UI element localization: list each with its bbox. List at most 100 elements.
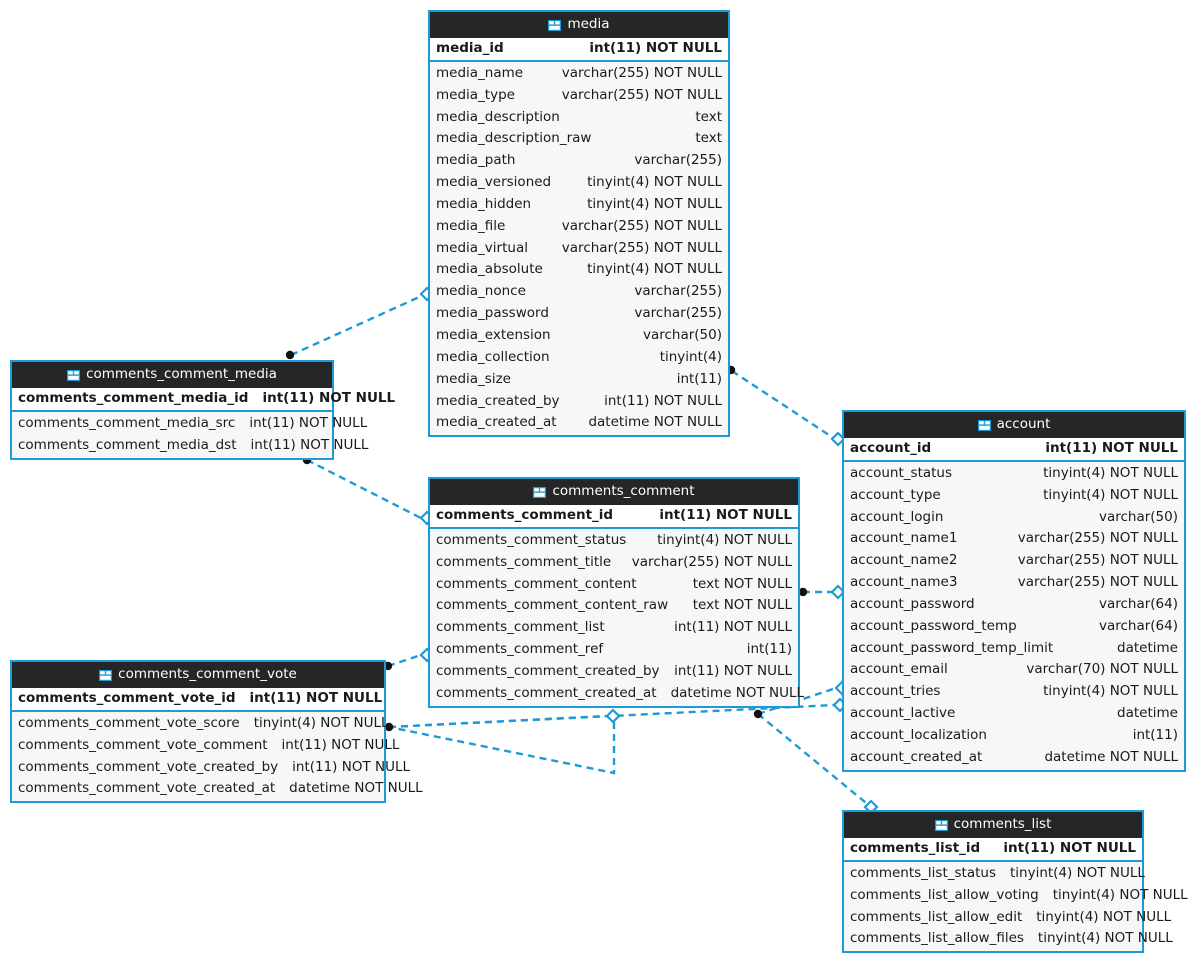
field-type: varchar(64): [1098, 617, 1178, 634]
field-name: media_description: [436, 108, 560, 125]
field-type: datetime: [1117, 705, 1178, 722]
pk-type: int(11) NOT NULL: [659, 507, 792, 523]
field-row: comments_comment_created_by int(11) NOT N…: [430, 661, 798, 683]
pk-type: int(11) NOT NULL: [1003, 840, 1136, 856]
pk-row: comments_comment_vote_id int(11) NOT NUL…: [12, 688, 384, 712]
field-name: media_collection: [436, 348, 550, 365]
field-type: varchar(255) NOT NULL: [1017, 552, 1178, 569]
pk-name: media_id: [436, 40, 504, 56]
entity-title: comments_comment_vote: [118, 666, 297, 683]
field-type: tinyint(4) NOT NULL: [1043, 464, 1178, 481]
field-name: media_name: [436, 64, 524, 81]
entity-title: comments_list: [953, 816, 1052, 833]
field-name: account_password: [850, 595, 975, 612]
field-name: media_versioned: [436, 174, 552, 191]
entity-comments-list[interactable]: comments_list comments_list_id int(11) N…: [842, 810, 1188, 954]
field-type: varchar(255): [634, 305, 722, 322]
field-name: comments_comment_list: [436, 619, 605, 636]
field-type: tinyint(4) NOT NULL: [587, 261, 722, 278]
field-type: varchar(255) NOT NULL: [561, 217, 722, 234]
field-name: account_login: [850, 508, 944, 525]
pk-type: int(11) NOT NULL: [589, 40, 722, 56]
field-name: media_nonce: [436, 283, 526, 300]
field-type: datetime: [1117, 639, 1178, 656]
entity-account[interactable]: account account_id int(11) NOT NULL acco…: [842, 410, 1186, 772]
field-type: tinyint(4) NOT NULL: [587, 195, 722, 212]
field-name: media_extension: [436, 326, 551, 343]
connector-vote-to-comment-bottom: [388, 714, 607, 729]
field-row: account_status tinyint(4) NOT NULL: [844, 463, 1184, 485]
field-type: text: [695, 130, 722, 147]
dot-marker-comment-right: [798, 587, 808, 597]
entity-comments-comment[interactable]: comments_comment comments_comment_id int…: [428, 477, 804, 708]
pk-type: int(11) NOT NULL: [1045, 440, 1178, 456]
pk-name: comments_list_id: [850, 840, 981, 856]
field-row: media_versioned tinyint(4) NOT NULL: [430, 172, 728, 194]
field-type: int(11) NOT NULL: [250, 436, 369, 453]
field-row: account_created_at datetime NOT NULL: [844, 747, 1184, 769]
field-type: varchar(255) NOT NULL: [561, 239, 722, 256]
field-type: varchar(255): [634, 152, 722, 169]
entity-title: comments_comment: [552, 483, 695, 500]
field-type: int(11) NOT NULL: [674, 662, 792, 679]
field-name: account_type: [850, 486, 941, 503]
table-icon: [67, 369, 81, 381]
diamond-marker-comment-bottom: [605, 708, 621, 724]
field-type: tinyint(4) NOT NULL: [587, 174, 722, 191]
pk-row: comments_comment_id int(11) NOT NULL: [430, 505, 798, 529]
field-name: media_size: [436, 370, 511, 387]
field-name: media_type: [436, 86, 515, 103]
field-name: account_email: [850, 661, 948, 678]
field-name: account_name3: [850, 574, 958, 591]
connector-media-ccm: [290, 292, 427, 357]
field-type: tinyint(4) NOT NULL: [1036, 908, 1172, 925]
field-name: comments_comment_media_dst: [18, 436, 237, 453]
entity-title: comments_comment_media: [86, 366, 277, 383]
field-name: account_created_at: [850, 748, 983, 765]
dot-marker-comment-bottom-right: [753, 709, 763, 719]
field-name: comments_comment_content: [436, 575, 637, 592]
entity-header-comments-comment: comments_comment: [430, 479, 798, 505]
entity-media[interactable]: media media_id int(11) NOT NULL media_na…: [428, 10, 730, 438]
field-name: comments_comment_created_at: [436, 684, 657, 701]
table-icon: [977, 419, 991, 431]
pk-name: account_id: [850, 440, 932, 456]
field-name: comments_comment_created_by: [436, 662, 660, 679]
pk-row: account_id int(11) NOT NULL: [844, 438, 1184, 462]
field-type: datetime NOT NULL: [588, 414, 722, 431]
field-name: comments_list_allow_edit: [850, 908, 1023, 925]
field-type: datetime NOT NULL: [1044, 748, 1178, 765]
entity-comments-comment-vote[interactable]: comments_comment_vote comments_comment_v…: [10, 660, 423, 804]
field-type: text NOT NULL: [692, 597, 792, 614]
pk-row: comments_comment_media_id int(11) NOT NU…: [12, 388, 395, 412]
connector-vote-comment: [387, 653, 422, 668]
field-name: media_created_at: [436, 414, 557, 431]
entity-comments-comment-media[interactable]: comments_comment_media comments_comment_…: [10, 360, 395, 460]
field-type: tinyint(4) NOT NULL: [657, 531, 792, 548]
field-name: account_status: [850, 464, 953, 481]
field-name: comments_comment_status: [436, 531, 627, 548]
field-name: media_virtual: [436, 239, 528, 256]
field-list: media_name varchar(255) NOT NULL media_ty…: [430, 62, 728, 435]
entity-header-comments-comment-vote: comments_comment_vote: [12, 662, 384, 688]
